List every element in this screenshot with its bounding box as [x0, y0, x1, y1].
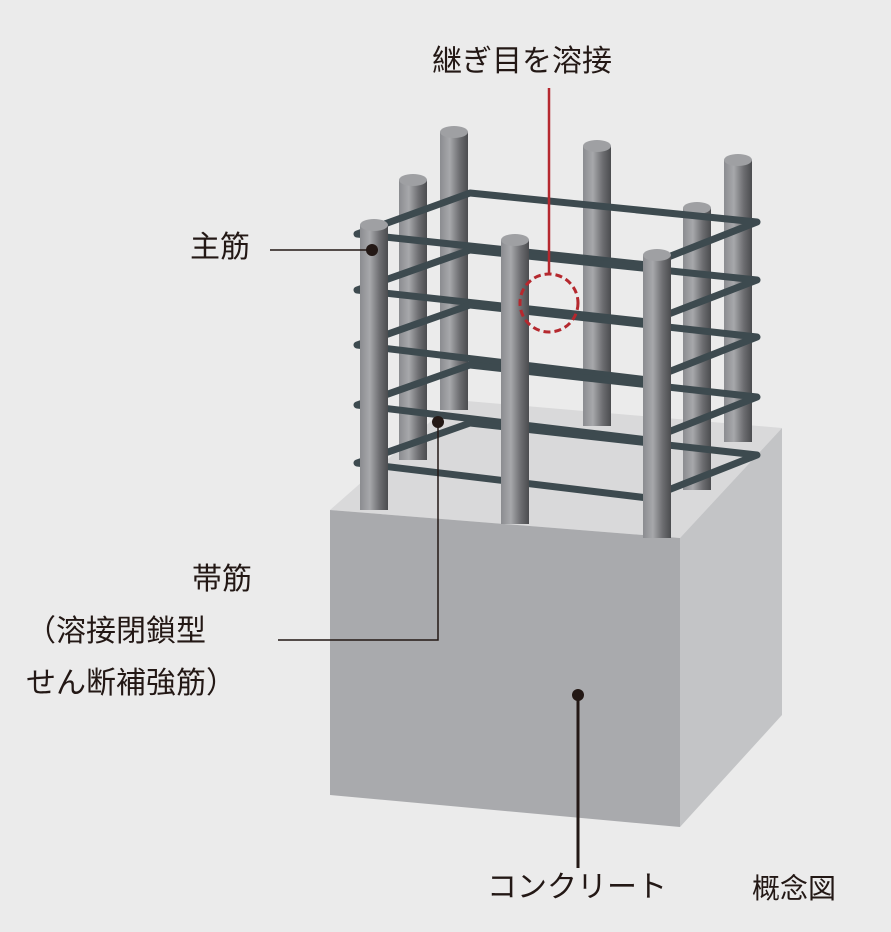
front-rebars [360, 219, 671, 538]
concrete-side-face [680, 428, 782, 827]
concept-diagram-label: 概念図 [752, 872, 837, 905]
weld-marker [518, 88, 580, 334]
leader-lines [270, 244, 584, 868]
main-rebar-cap [724, 154, 752, 166]
weld-joint-label: 継ぎ目を溶接 [432, 44, 612, 79]
tie-bar-label-line3: せん断補強筋） [26, 666, 236, 701]
concrete-label: コンクリート [487, 870, 667, 905]
main-rebar [360, 225, 388, 510]
tie-bar-leader [278, 422, 439, 641]
main-rebar-label: 主筋 [190, 230, 250, 265]
main-rebar-cap [360, 219, 388, 231]
main-rebar-cap [501, 234, 529, 246]
main-rebar [643, 255, 671, 538]
tie-bar-label-line2: （溶接閉鎖型 [26, 614, 206, 649]
concrete-block [330, 400, 782, 827]
main-rebar-cap [643, 249, 671, 261]
hoop-4 [353, 361, 761, 444]
tie-bar-label-line1: 帯筋 [192, 562, 252, 597]
hoops [353, 189, 761, 502]
main-rebar-leader-dot [366, 244, 378, 256]
concrete-front-face [330, 510, 680, 827]
hoop-1 [353, 189, 761, 269]
concrete-leader-dot [572, 689, 584, 701]
hoop-3 [353, 301, 761, 384]
main-rebar [683, 208, 711, 490]
tie-bar-leader-dot [432, 416, 444, 428]
main-rebar-cap [399, 174, 427, 186]
main-rebar [583, 146, 611, 426]
main-rebar-cap [583, 140, 611, 152]
hoop-5 [353, 419, 761, 502]
weld-circle-icon [518, 272, 580, 334]
main-rebar [501, 240, 529, 524]
main-rebar-cap [683, 202, 711, 214]
main-rebar-cap [440, 126, 468, 138]
